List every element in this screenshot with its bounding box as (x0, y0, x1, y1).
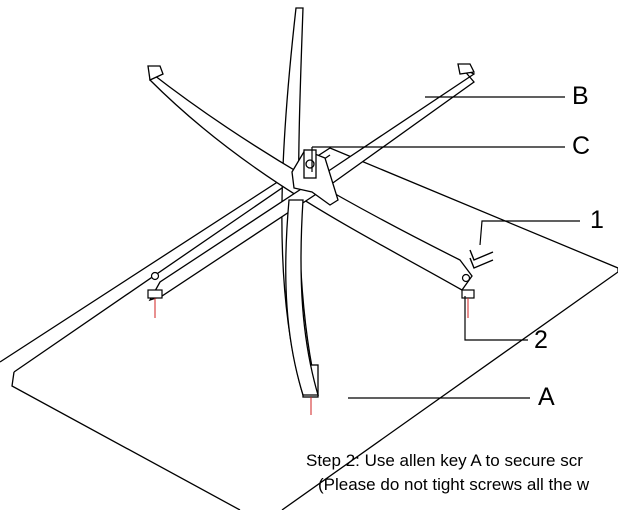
screw-tips (154, 298, 469, 415)
callout-leaders (311, 96, 580, 399)
callout-label-b: B (572, 82, 589, 110)
table-top-panel (0, 147, 618, 510)
callout-label-c: C (572, 132, 591, 160)
caption-note: (Please do not tight screws all the w (318, 475, 590, 494)
allen-key-icon (469, 249, 494, 269)
callout-label-2: 2 (534, 326, 548, 354)
leg-a-front (285, 199, 319, 396)
callout-label-1: 1 (590, 206, 604, 234)
left-foot-bracket (147, 271, 163, 299)
caption-step: Step 2: Use allen key A to secure scr (306, 451, 583, 470)
callout-label-a: A (538, 383, 555, 411)
leader-1 (479, 220, 580, 246)
leader-2 (464, 296, 528, 341)
